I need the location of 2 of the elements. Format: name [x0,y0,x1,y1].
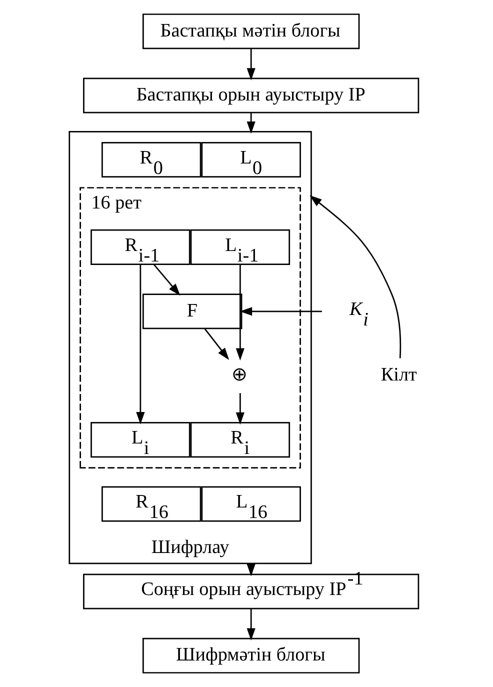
node-text: Кілт [380,364,416,386]
node-text: ⊕ [230,364,247,386]
